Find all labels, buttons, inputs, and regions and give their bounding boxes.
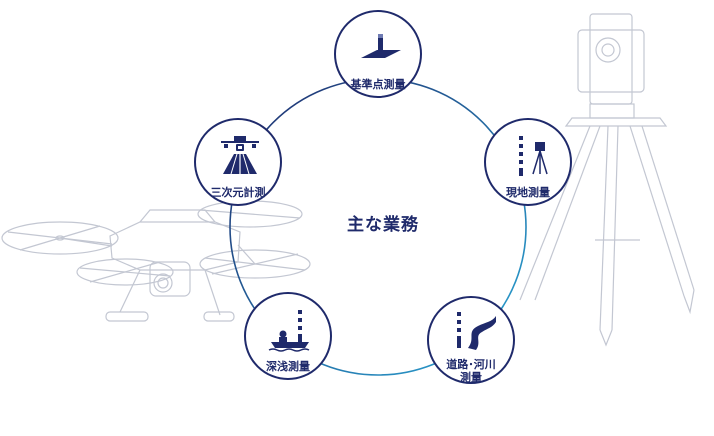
road-river-survey-label-1: 道路･河川	[446, 358, 496, 371]
center-title: 主な業務	[347, 215, 419, 235]
drone-3d-node[interactable]: 三次元計測	[194, 118, 282, 206]
road-river-survey-icon	[457, 312, 496, 350]
depth-survey-icon	[268, 310, 310, 352]
drone-3d-icon	[221, 136, 259, 175]
total-station-illustration	[519, 13, 695, 347]
benchmark-survey-node[interactable]: 基準点測量	[334, 10, 422, 98]
benchmark-survey-icon	[361, 34, 401, 58]
field-survey-label: 現地測量	[506, 186, 550, 199]
drone-illustration	[1, 200, 311, 322]
field-survey-icon	[519, 136, 548, 176]
field-survey-node[interactable]: 現地測量	[484, 118, 572, 206]
drone-3d-label: 三次元計測	[210, 186, 266, 199]
depth-survey-node[interactable]: 深浅測量	[244, 292, 332, 380]
road-river-survey-label-2: 測量	[460, 371, 482, 384]
road-river-survey-node[interactable]: 道路･河川 測量	[427, 296, 515, 384]
depth-survey-label: 深浅測量	[266, 360, 310, 373]
benchmark-survey-label: 基準点測量	[350, 78, 406, 91]
